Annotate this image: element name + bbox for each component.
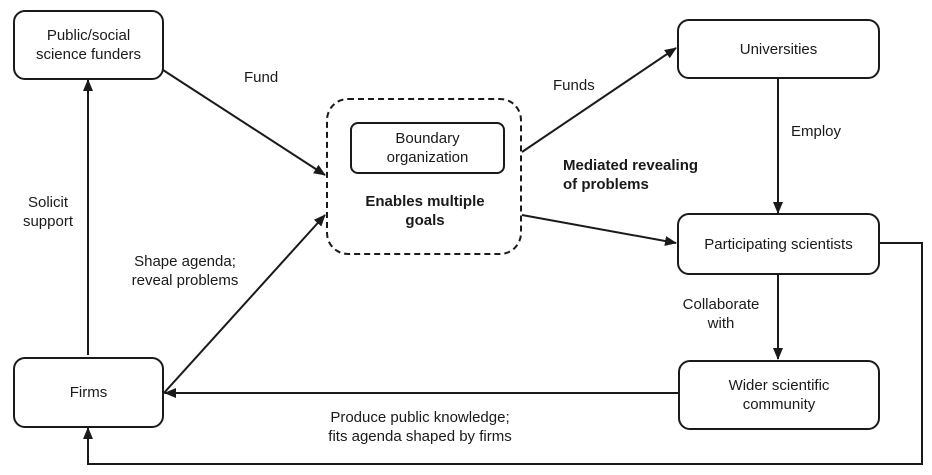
label-solicit-support: Solicit support [22,194,74,230]
node-boundary-organization: Boundary organization [350,122,505,174]
edge-outer-loop [83,242,923,465]
label-fund: Fund [244,69,279,86]
label-produce-public-knowledge: Produce public knowledge; fits agenda sh… [328,409,512,445]
label-employ: Employ [791,123,842,140]
label-collaborate-with: Collaborate with [682,296,760,332]
node-firms: Firms [13,357,164,428]
edge-shape [151,214,326,406]
node-participating-scientists: Participating scientists [677,213,880,275]
edge-funds [521,47,677,153]
node-funders: Public/social science funders [13,10,164,80]
boundary-organization-group [326,98,522,255]
node-wider-community: Wider scientific community [678,360,880,430]
boundary-caption: Enables multiple goals [365,193,485,229]
edge-fund [162,69,326,176]
edge-mediated [521,214,677,246]
label-mediated-revealing: Mediated revealing of problems [563,157,699,193]
label-funds: Funds [553,77,595,94]
label-shape-agenda: Shape agenda; reveal problems [131,253,239,289]
node-universities: Universities [677,19,880,79]
